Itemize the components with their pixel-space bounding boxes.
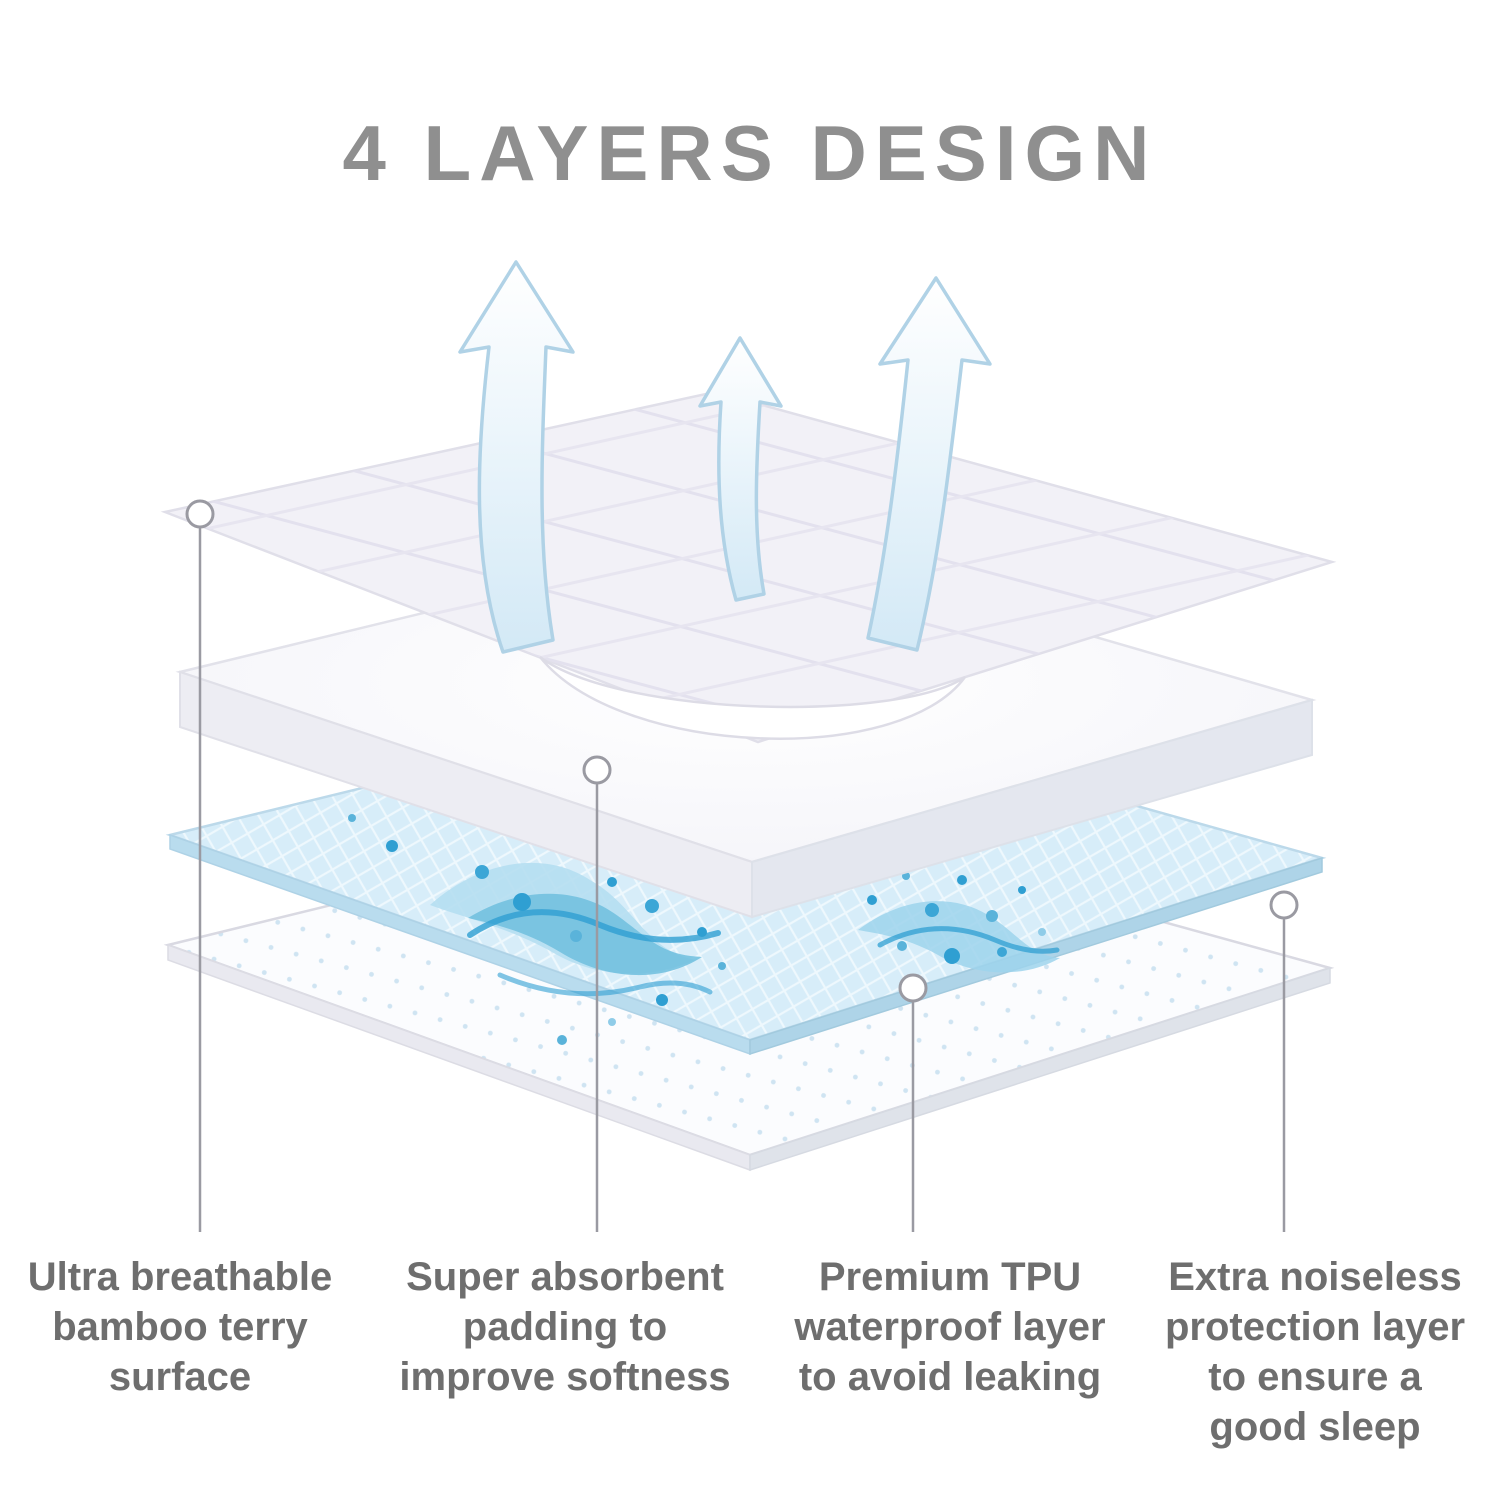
page-title: 4 LAYERS DESIGN xyxy=(342,109,1158,197)
breathable-arrow-icon xyxy=(698,336,783,602)
label-line: padding to xyxy=(462,1305,668,1349)
label-line: Extra noiseless xyxy=(1168,1255,1462,1299)
breathable-arrow-icon xyxy=(458,260,575,654)
label-line: bamboo terry xyxy=(52,1305,308,1349)
label-line: to ensure a xyxy=(1208,1355,1422,1399)
label-line: to avoid leaking xyxy=(798,1355,1102,1399)
label-noiseless-protection: Extra noiseless protection layer to ensu… xyxy=(1145,1252,1485,1452)
callout-padding xyxy=(582,755,612,1232)
label-terry-surface: Ultra breathable bamboo terry surface xyxy=(10,1252,350,1402)
label-line: good sleep xyxy=(1209,1405,1421,1449)
label-line: waterproof layer xyxy=(794,1305,1106,1349)
label-line: Ultra breathable xyxy=(27,1255,333,1299)
breathable-arrows xyxy=(458,260,992,654)
label-line: Super absorbent xyxy=(406,1255,724,1299)
label-line: protection layer xyxy=(1164,1305,1466,1349)
label-line: Premium TPU xyxy=(818,1255,1082,1299)
callout-waterproof xyxy=(898,973,928,1232)
label-tpu-waterproof: Premium TPU waterproof layer to avoid le… xyxy=(775,1252,1125,1402)
label-line: improve softness xyxy=(399,1355,731,1399)
peeled-corner xyxy=(539,655,967,740)
breathable-arrow-icon xyxy=(866,276,992,652)
water-splash-right xyxy=(858,872,1060,973)
label-absorbent-padding: Super absorbent padding to improve softn… xyxy=(385,1252,745,1402)
label-line: surface xyxy=(108,1355,252,1399)
callout-terry xyxy=(185,499,215,1232)
callout-protection xyxy=(1269,890,1299,1232)
